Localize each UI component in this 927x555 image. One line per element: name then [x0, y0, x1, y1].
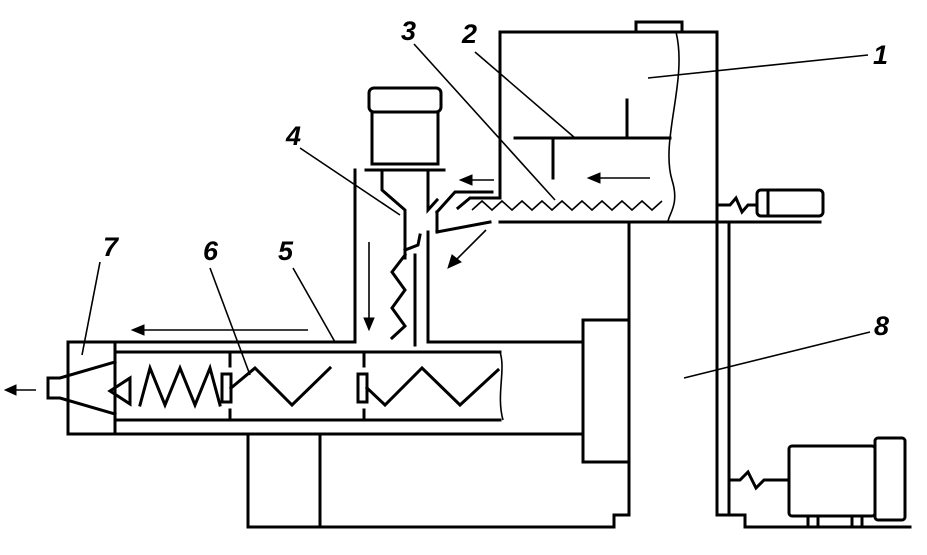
callout-8: 8 [874, 311, 889, 341]
hopper-agitator [513, 98, 672, 180]
callout-6: 6 [203, 236, 219, 266]
callout-labels: 1 2 3 4 5 6 7 8 [103, 16, 889, 341]
flow-arrows [3, 172, 650, 396]
callout-1: 1 [873, 40, 888, 70]
extruder-barrel [113, 340, 585, 436]
arrow-icon [586, 172, 650, 184]
leader-lines [81, 43, 871, 379]
callout-7: 7 [103, 232, 120, 262]
arrow-icon [447, 229, 487, 269]
callout-5: 5 [278, 236, 294, 266]
arrow-icon [130, 324, 308, 336]
frame [246, 220, 912, 529]
electric-motor-icon [715, 188, 825, 224]
callout-2: 2 [461, 19, 477, 49]
arrow-icon [363, 242, 375, 332]
electric-motor-icon [727, 436, 907, 529]
arrow-icon [3, 384, 36, 396]
extrusion-screw [138, 363, 501, 409]
callout-3: 3 [401, 16, 416, 46]
callout-4: 4 [285, 121, 301, 151]
die-head [46, 340, 132, 436]
vertical-feeder [353, 86, 446, 347]
arrow-icon [458, 174, 494, 186]
feed-screw [434, 190, 663, 234]
